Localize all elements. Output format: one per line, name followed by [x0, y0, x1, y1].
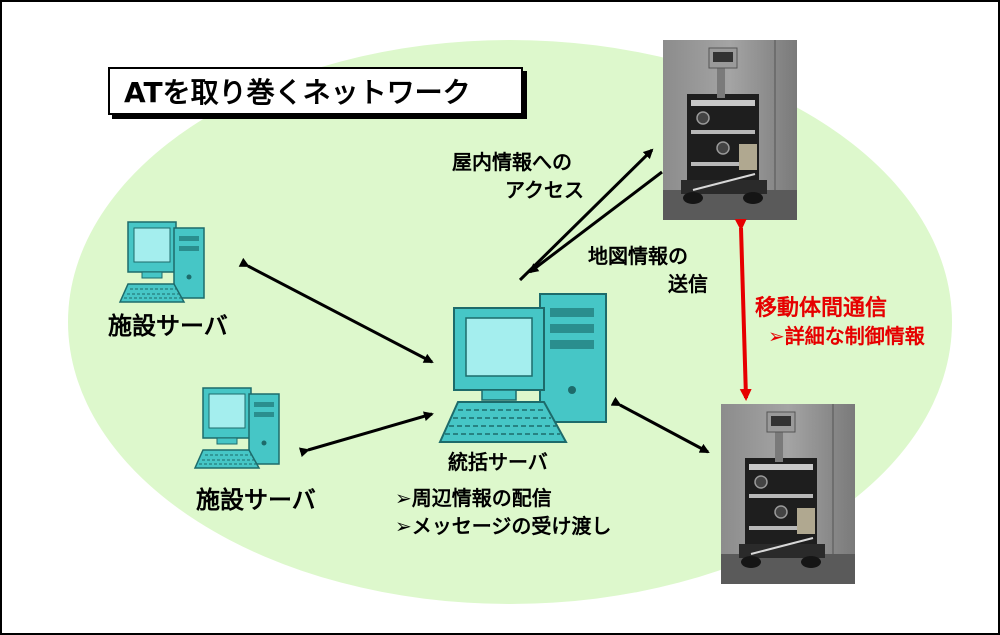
arrow-robot-robot	[734, 218, 752, 401]
map-send-label-line2: 送信	[668, 272, 708, 296]
central-bullet-2: ➢メッセージの受け渡し	[395, 514, 612, 538]
facility-server-1-label: 施設サーバ	[108, 312, 228, 340]
indoor-access-label-line1: 屋内情報への	[452, 150, 572, 174]
arrow-robot1-to-central	[528, 170, 663, 274]
robot-comm-sub: ➢詳細な制御情報	[768, 324, 925, 348]
central-server-label: 統括サーバ	[448, 450, 548, 474]
central-bullet-1: ➢周辺情報の配信	[395, 486, 552, 510]
indoor-access-label-line2: アクセス	[505, 178, 584, 202]
diagram-title: ATを取り巻くネットワーク	[108, 67, 523, 115]
robot-photo-bottom	[721, 404, 855, 584]
robot-photo-top	[663, 40, 797, 220]
map-send-label-line1: 地図情報の	[588, 244, 688, 268]
facility-server-2-icon	[193, 387, 280, 469]
arrow-facility1-central	[238, 257, 434, 364]
arrow-central-robot2	[610, 396, 710, 454]
central-server-icon	[438, 293, 607, 443]
facility-server-1-icon	[118, 221, 205, 303]
robot-comm-title: 移動体間通信	[755, 296, 888, 321]
facility-server-2-label: 施設サーバ	[196, 486, 316, 514]
arrow-central-to-robot1	[518, 148, 654, 282]
arrow-facility2-central	[298, 411, 434, 458]
